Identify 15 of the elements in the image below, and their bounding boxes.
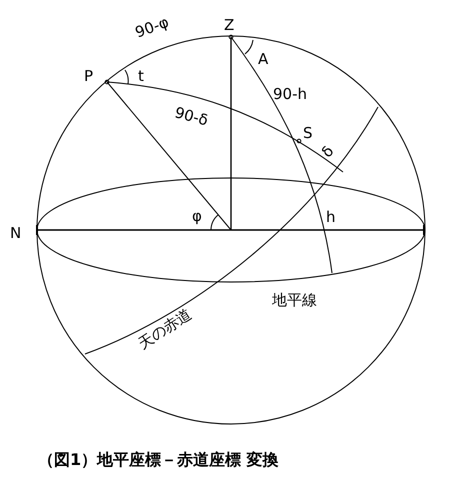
arc-label: δ [319,144,337,160]
point-label: Z [224,18,234,33]
point-label: S [303,126,313,141]
point-label: N [10,226,22,241]
arc-label: 90-φ [133,14,171,41]
horizon-label: 地平線 [272,293,317,308]
arc-label: h [326,210,336,225]
angle-label: φ [192,209,202,224]
caption: （図1）地平座標－赤道座標 変換 [38,452,279,468]
angle-label: A [258,52,268,67]
point-label: P [84,69,94,84]
angle-label: t [138,69,144,84]
arc-label: 90-δ [173,105,210,128]
equator-label: 天の赤道 [136,306,194,352]
arc-label: 90-h [273,87,308,102]
